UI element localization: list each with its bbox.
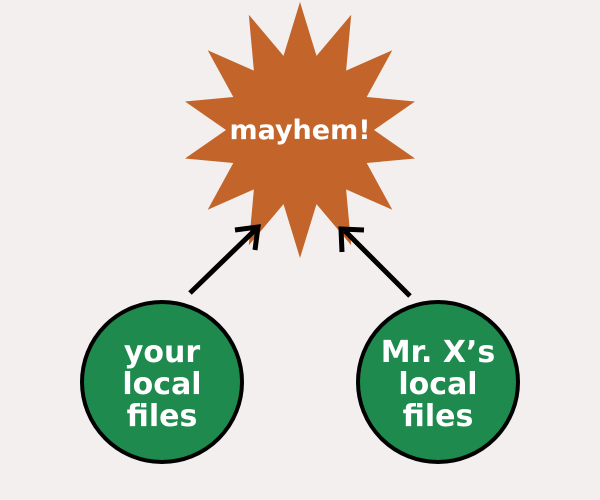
arrow-your-files-to-mayhem xyxy=(188,228,257,295)
mayhem-label: mayhem! xyxy=(229,115,370,146)
node-mrx-local-files-line-1: Mr. X’s xyxy=(381,335,496,370)
node-mrx-local-files: Mr. X’s local files xyxy=(356,300,520,464)
arrow-mrx-files-to-mayhem xyxy=(343,229,412,298)
node-mrx-local-files-circle xyxy=(356,300,520,464)
node-your-local-files: your local files xyxy=(80,300,244,464)
node-mrx-local-files-line-3: files xyxy=(403,399,474,434)
arrowhead-left xyxy=(234,224,261,251)
node-your-local-files-line-1: your xyxy=(124,335,201,370)
mayhem-burst-shape xyxy=(185,2,415,258)
arrowhead-right xyxy=(338,226,365,253)
node-your-local-files-circle xyxy=(80,300,244,464)
node-your-local-files-line-3: files xyxy=(127,399,198,434)
node-your-local-files-line-2: local xyxy=(122,367,201,402)
node-mrx-local-files-line-2: local xyxy=(398,367,477,402)
